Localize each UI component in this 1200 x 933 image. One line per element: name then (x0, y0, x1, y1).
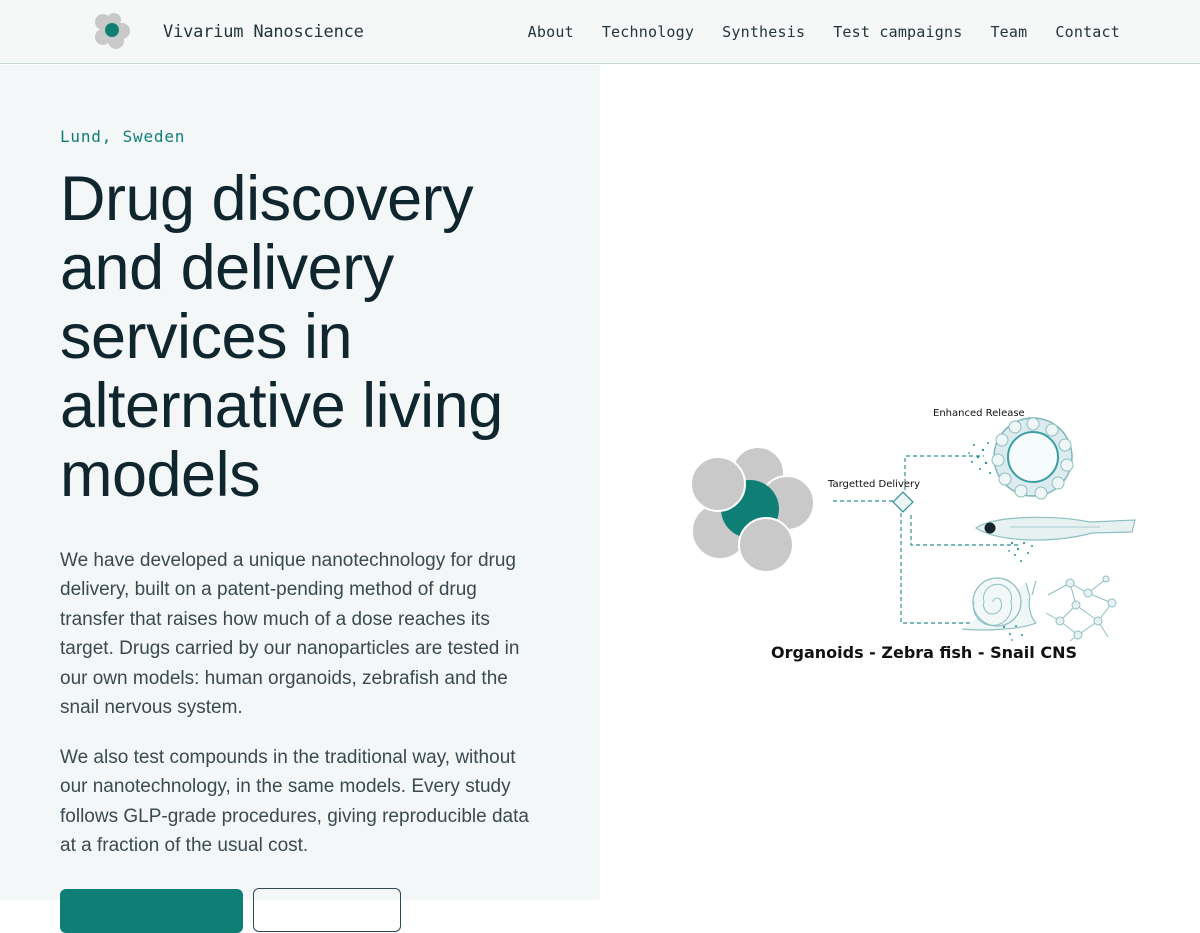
nav-link-test-campaigns[interactable]: Test campaigns (833, 23, 963, 41)
nav-link-about[interactable]: About (527, 23, 574, 41)
secondary-cta-button[interactable] (253, 888, 401, 932)
brand-name: Vivarium Nanoscience (163, 22, 364, 42)
hero-headline: Drug discovery and delivery services in … (60, 164, 503, 510)
nanoparticle-cluster-icon (95, 13, 130, 49)
primary-cta-button[interactable] (60, 889, 243, 933)
brand[interactable]: Vivarium Nanoscience (94, 13, 364, 51)
location-label: Lund, Sweden (60, 127, 186, 146)
targeted-delivery-label: Targetted Delivery (827, 479, 920, 490)
figure-caption: Organoids - Zebra fish - Snail CNS (771, 643, 1077, 662)
nav-link-contact[interactable]: Contact (1055, 23, 1120, 41)
enhanced-release-label: Enhanced Release (933, 408, 1025, 419)
zebrafish-icon (974, 516, 1136, 562)
organoid-icon (968, 417, 1074, 500)
hero-figure-panel: Enhanced Release Targetted Delivery Orga… (600, 65, 1200, 900)
nav-link-synthesis[interactable]: Synthesis (722, 23, 806, 41)
top-navigation-bar: Vivarium Nanoscience About Technology Sy… (0, 0, 1200, 64)
hero-text-panel: Lund, Sweden Drug discovery and delivery… (0, 65, 600, 933)
neuron-network-icon (1045, 575, 1117, 642)
delivery-diagram: Enhanced Release Targetted Delivery (690, 408, 1136, 642)
nav-link-technology[interactable]: Technology (601, 23, 695, 41)
nanoparticle-icon (690, 446, 815, 573)
nav-links: About Technology Synthesis Test campaign… (500, 0, 1120, 64)
nav-link-team[interactable]: Team (990, 23, 1028, 41)
hero-paragraph-2: We also test compounds in the traditiona… (60, 747, 529, 857)
hero-paragraph-1: We have developed a unique nanotechnolog… (60, 550, 520, 719)
snail-icon (961, 577, 1038, 641)
